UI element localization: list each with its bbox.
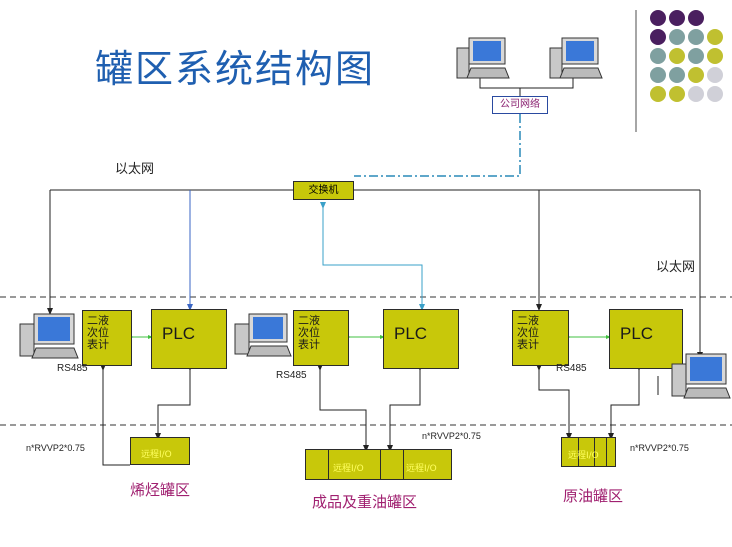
level-meter: 二液次位表计	[82, 310, 132, 366]
computer-icon	[234, 313, 292, 357]
remote-io-module: 远程I/O	[130, 437, 190, 465]
company-network-box: 公司网络	[492, 96, 548, 114]
cable-spec-label: n*RVVP2*0.75	[26, 443, 85, 453]
computer-icon	[671, 353, 731, 399]
page-title: 罐区系统结构图	[95, 47, 376, 91]
computer-icon	[549, 37, 603, 79]
remote-io-label: 远程I/O	[568, 451, 599, 461]
cable-spec-label: n*RVVP2*0.75	[630, 443, 689, 453]
zone-label: 成品及重油罐区	[312, 493, 418, 511]
remote-io-label: 远程I/O	[406, 464, 437, 474]
level-meter: 二液次位表计	[293, 310, 349, 366]
plc-controller: PLC	[383, 309, 459, 369]
remote-io-label: 远程I/O	[141, 450, 172, 460]
remote-io-module: 远程I/O 远程I/O	[305, 449, 452, 480]
zone-label: 烯烃罐区	[130, 481, 191, 499]
remote-io-module: 远程I/O	[561, 437, 616, 467]
level-meter: 二液次位表计	[512, 310, 569, 366]
rs485-label: RS485	[556, 363, 587, 374]
ethernet-label: 以太网	[115, 161, 155, 176]
decorative-dot-grid	[648, 8, 732, 112]
rs485-label: RS485	[57, 363, 88, 374]
ethernet-label: 以太网	[656, 259, 696, 274]
plc-controller: PLC	[609, 309, 683, 369]
cable-spec-label: n*RVVP2*0.75	[422, 431, 481, 441]
rs485-label: RS485	[276, 370, 307, 381]
computer-icon	[19, 313, 79, 359]
plc-controller: PLC	[151, 309, 227, 369]
zone-label: 原油罐区	[563, 487, 624, 505]
network-switch: 交换机	[293, 181, 354, 200]
computer-icon	[456, 37, 510, 79]
remote-io-label: 远程I/O	[333, 464, 364, 474]
